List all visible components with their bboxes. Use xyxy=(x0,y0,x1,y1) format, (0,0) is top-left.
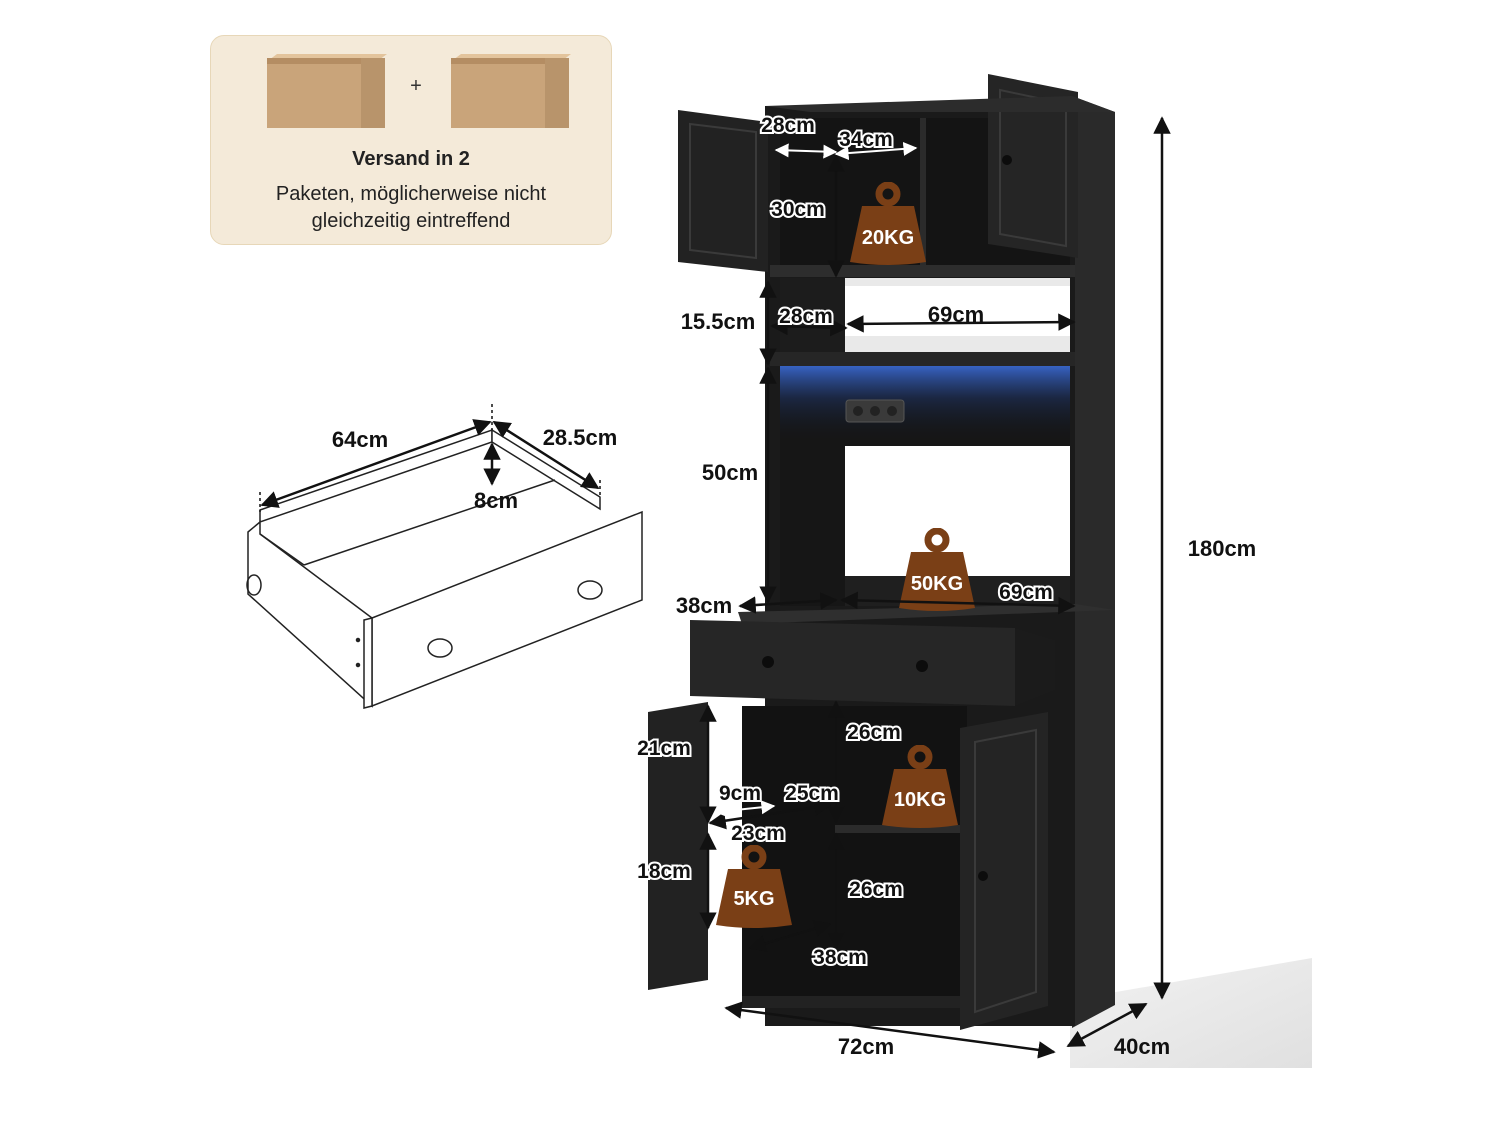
low-left-load-label: 5KG xyxy=(733,888,774,910)
cabinet-white-dimension-lines xyxy=(714,141,918,818)
low-inner-width-label: 25cm xyxy=(785,782,839,805)
low-right-load-label: 10KG xyxy=(894,789,946,811)
shipping-title: Versand in 2 xyxy=(352,148,470,170)
top-load-label: 20KG xyxy=(862,227,914,249)
shipping-note-line-2: gleichzeitig eintreffend xyxy=(311,210,511,232)
drawer-width-label: 64cm xyxy=(332,427,388,452)
weight-icon-top: 20KG xyxy=(850,185,926,265)
top-inner-height-label: 30cm xyxy=(771,198,825,221)
low-left-width-label: 23cm xyxy=(731,822,785,845)
low-bottom-depth-label: 38cm xyxy=(813,946,867,969)
low-left-height-label: 21cm xyxy=(637,737,691,760)
shipping-boxes: + xyxy=(267,54,571,128)
low-bottom-right-height-label: 26cm xyxy=(849,878,903,901)
low-bottom-left-height-label: 18cm xyxy=(637,860,691,883)
counter-depth-label: 38cm xyxy=(676,593,732,618)
open-depth-label: 28cm xyxy=(779,305,833,328)
package-box-icon xyxy=(451,54,571,128)
niche-height-label: 50cm xyxy=(702,460,758,485)
shipping-info-box: + Versand in 2 Paketen, möglicherweise n… xyxy=(210,35,612,245)
shipping-note: Paketen, möglicherweise nicht gleichzeit… xyxy=(211,181,611,235)
weight-icon-lower-left: 5KG xyxy=(716,848,792,928)
top-door-depth-label: 28cm xyxy=(761,114,815,137)
drawer-depth-label: 28.5cm xyxy=(543,425,618,450)
counter-load-label: 50KG xyxy=(911,573,963,595)
low-small-depth-label: 9cm xyxy=(719,782,761,805)
plus-sign: + xyxy=(410,75,422,97)
total-width-label: 72cm xyxy=(838,1034,894,1059)
top-inner-width-label: 34cm xyxy=(839,128,893,151)
counter-width-label: 69cm xyxy=(999,581,1053,604)
low-right-height-label: 26cm xyxy=(847,721,901,744)
weight-icon-lower-right: 10KG xyxy=(882,748,958,828)
open-width-label: 69cm xyxy=(928,302,984,327)
package-box-icon xyxy=(267,54,387,128)
total-height-label: 180cm xyxy=(1188,536,1257,561)
drawer-height-label: 8cm xyxy=(474,488,518,513)
drawer-dimension-lines xyxy=(259,404,601,512)
drawer-drawing xyxy=(246,428,643,709)
open-height-label: 15.5cm xyxy=(681,309,756,334)
weight-icon-counter: 50KG xyxy=(899,531,975,611)
shipping-note-line-1: Paketen, möglicherweise nicht xyxy=(275,183,547,205)
total-depth-label: 40cm xyxy=(1114,1034,1170,1059)
